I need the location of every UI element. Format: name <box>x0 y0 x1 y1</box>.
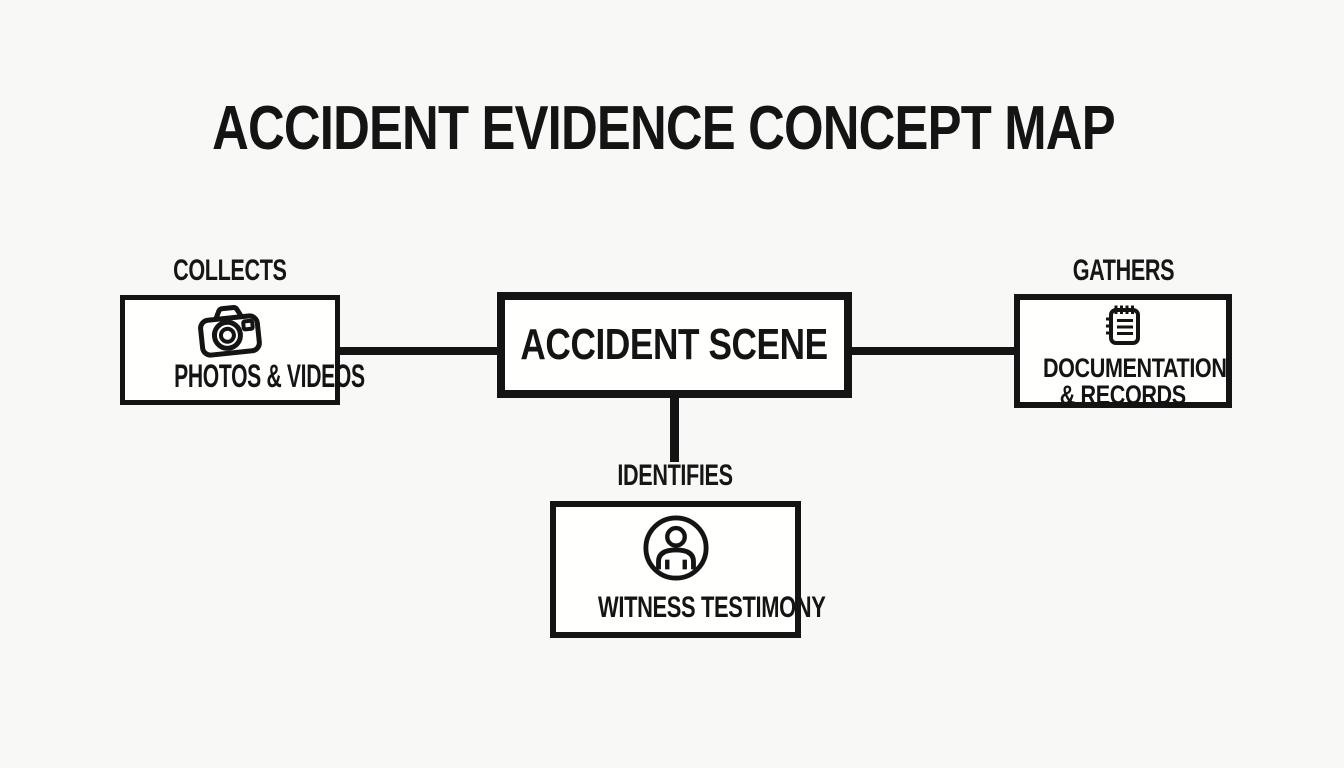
connector-down <box>670 396 679 462</box>
page-title-text: ACCIDENT EVIDENCE CONCEPT MAP <box>211 94 1116 163</box>
relation-label-collects: COLLECTS <box>173 254 287 287</box>
notepad-icon <box>1103 304 1143 348</box>
node-witness-testimony: WITNESS TESTIMONY <box>550 501 826 638</box>
camera-icon <box>194 302 265 361</box>
connector-left <box>340 347 498 355</box>
node-witness-testimony-label: WITNESS TESTIMONY <box>598 591 826 624</box>
relation-label-gathers: GATHERS <box>1072 254 1174 287</box>
relation-label-identifies: IDENTIFIES <box>617 459 734 492</box>
person-icon <box>642 514 710 582</box>
node-photos-videos: PHOTOS & VIDEOS <box>120 295 365 405</box>
page-title: ACCIDENT EVIDENCE CONCEPT MAP <box>0 98 1326 160</box>
node-documentation-records: DOCUMENTATION & RECORDS <box>1014 294 1232 410</box>
node-photos-videos-label: PHOTOS & VIDEOS <box>174 358 365 394</box>
connector-right <box>851 347 1015 355</box>
node-accident-scene-label: ACCIDENT SCENE <box>520 320 829 369</box>
node-accident-scene: ACCIDENT SCENE <box>497 292 852 398</box>
node-documentation-records-label: DOCUMENTATION & RECORDS <box>1042 353 1227 410</box>
